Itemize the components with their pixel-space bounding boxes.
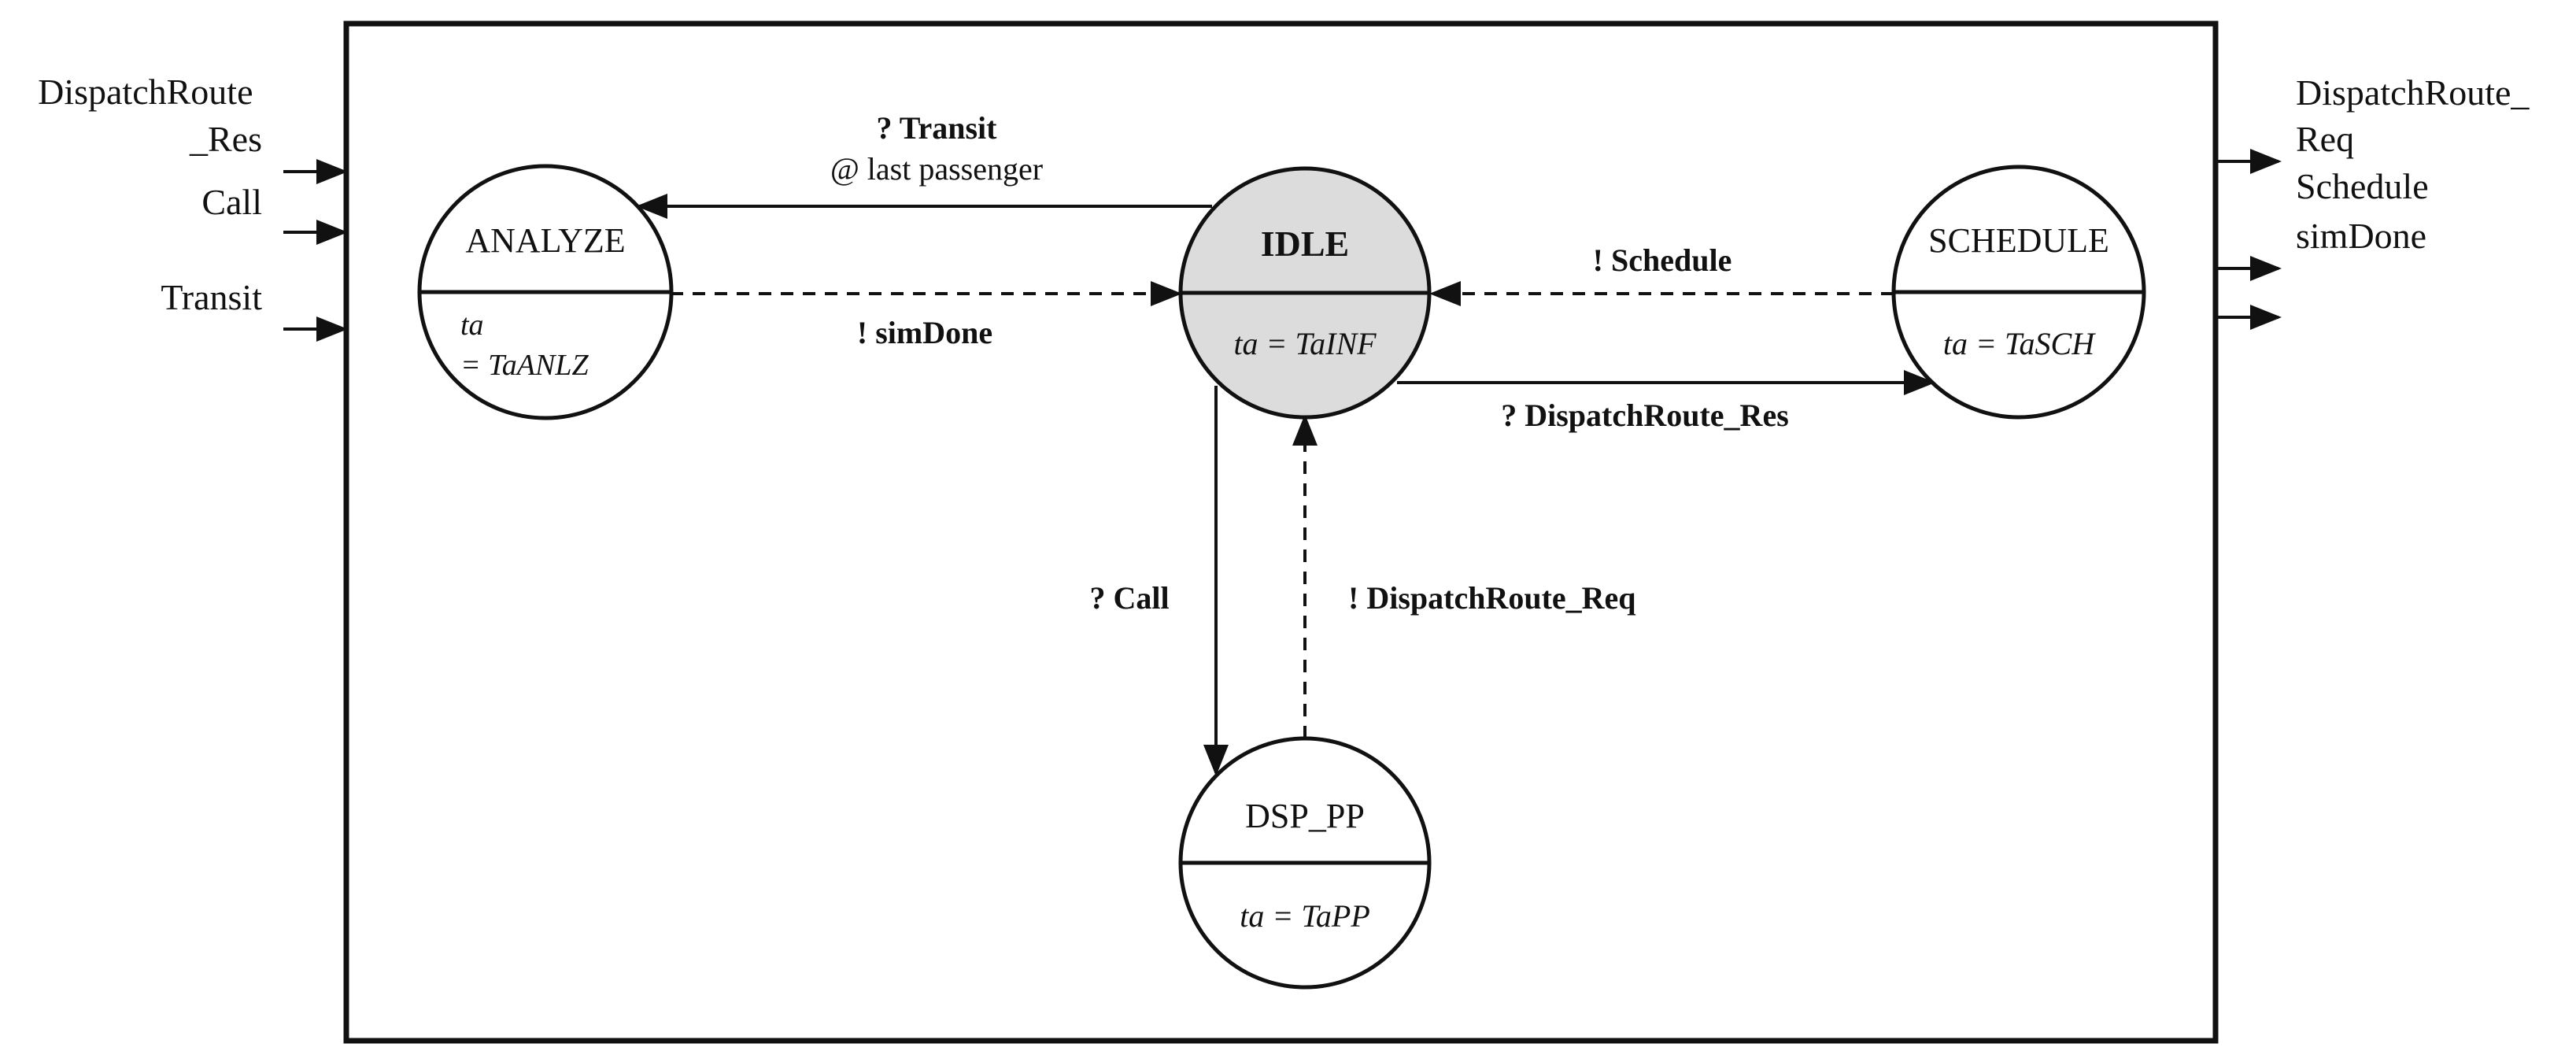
state-ta-idle: ta = TaINF	[1233, 326, 1377, 361]
input-label-dispatchroute-res: DispatchRoute _Res	[38, 72, 262, 159]
transition-label-schedule: ! Schedule	[1593, 242, 1732, 278]
output-label-schedule: Schedule	[2296, 166, 2429, 206]
input-ports: DispatchRoute _Res Call Transit	[38, 72, 348, 342]
state-schedule: SCHEDULE ta = TaSCH	[1891, 165, 2146, 420]
transitions: ? Transit @ last passenger ! simDone ! S…	[636, 110, 1935, 776]
state-name-dsp-pp: DSP_PP	[1245, 797, 1365, 835]
input-label-call: Call	[201, 182, 262, 222]
transition-condition-last-passenger: @ last passenger	[830, 151, 1043, 187]
state-name-schedule: SCHEDULE	[1928, 221, 2109, 260]
state-dsp-pp: DSP_PP ta = TaPP	[1178, 736, 1432, 990]
state-ta-analyze: ta = TaANLZ	[460, 309, 589, 382]
transition-label-dispatchroute-req: ! DispatchRoute_Req	[1348, 580, 1636, 616]
output-ports: DispatchRoute_ Req Schedule simDone	[2218, 72, 2538, 330]
transition-label-simdone: ! simDone	[857, 315, 992, 350]
transition-label-transit: ? Transit	[877, 110, 998, 146]
state-name-idle: IDLE	[1261, 224, 1349, 264]
model-boundary	[343, 20, 2219, 1044]
state-ta-schedule: ta = TaSCH	[1943, 326, 2096, 361]
input-label-transit: Transit	[161, 277, 262, 317]
state-name-analyze: ANALYZE	[465, 221, 625, 260]
transition-label-call: ? Call	[1089, 580, 1169, 616]
state-analyze: ANALYZE ta = TaANLZ	[417, 164, 674, 420]
transition-label-dispatchroute-res: ? DispatchRoute_Res	[1501, 398, 1789, 433]
state-ta-dsp-pp: ta = TaPP	[1240, 898, 1370, 934]
output-label-simdone: simDone	[2296, 216, 2426, 256]
state-idle: IDLE ta = TaINF	[1178, 166, 1432, 420]
output-label-dispatchroute-req: DispatchRoute_ Req	[2296, 72, 2538, 159]
